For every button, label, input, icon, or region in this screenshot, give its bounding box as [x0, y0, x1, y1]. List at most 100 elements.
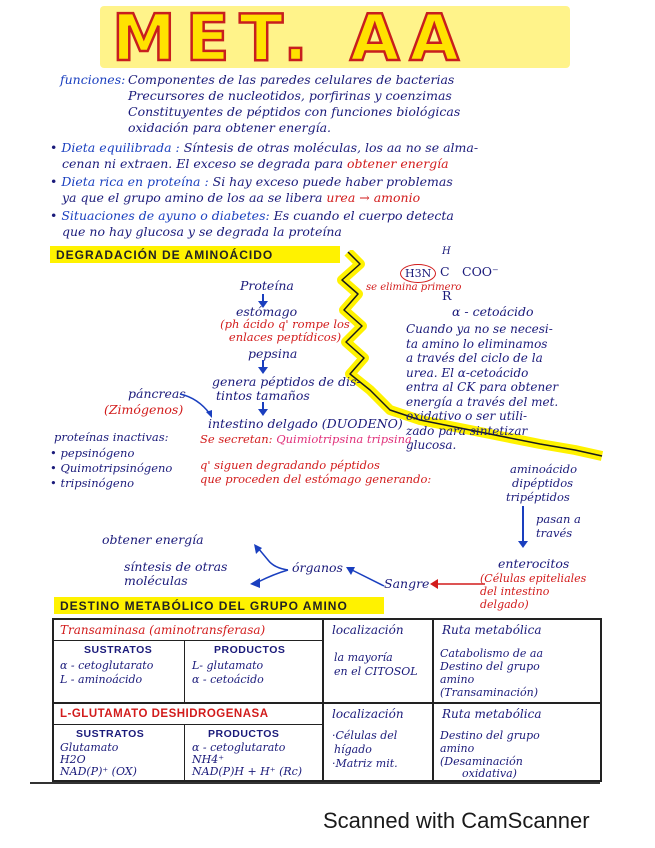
table1-productos-header: PRODUCTOS [214, 644, 285, 656]
inactive-item-text: Quimotripsinógeno [60, 461, 172, 475]
table2-sustrato: NAD(P)⁺ (OX) [60, 766, 137, 778]
explanation-line: ta amino lo eliminamos [406, 337, 558, 352]
producto-tripeptidos: tripéptidos [506, 490, 570, 505]
explanation-line: oxidativo o ser utili- [406, 409, 558, 424]
enterocitos-label: enterocitos [498, 556, 569, 571]
explanation-line: zado para sintetizar [406, 424, 558, 439]
funciones-line-3: Constituyentes de péptidos con funciones… [128, 104, 460, 119]
tintos-label: tintos tamaños [216, 388, 310, 403]
secretan-line: Se secretan: Quimiotripsina tripsina [200, 432, 412, 447]
table2-loc: hígado [334, 744, 372, 756]
proteina-label: Proteína [240, 278, 294, 293]
funciones-line-1: Componentes de las paredes celulares de … [128, 72, 454, 87]
table2-ruta-header: Ruta metabólica [442, 708, 541, 720]
arrow-left-icon [430, 576, 490, 596]
sintesis-label-1: síntesis de otras moléculas [124, 560, 234, 588]
explanation-line: entra al CK para obtener [406, 380, 558, 395]
struct-nh3: H3N [400, 264, 436, 283]
pepsina-label: pepsina [248, 346, 297, 361]
table2-productos-header: PRODUCTOS [208, 728, 279, 740]
zimogenos-label: (Zimógenos) [104, 402, 183, 417]
arrow-down-icon [522, 506, 524, 542]
sangre-label: Sangre [384, 576, 429, 591]
celulas-note: (Células epiteliales del intestino delga… [480, 572, 600, 611]
arrow-down-icon [262, 402, 264, 410]
table2-loc-header: localización [332, 708, 404, 720]
table1-loc-header: localización [332, 624, 404, 636]
table1-loc: la mayoría [334, 652, 393, 664]
explanation-line: a través del ciclo de la [406, 351, 558, 366]
obtener-label: obtener energía [102, 532, 204, 547]
organos-label: órganos [292, 560, 343, 575]
arrow-branch-icon [238, 542, 294, 592]
funciones-label: funciones: [60, 72, 125, 87]
page-title-box: MET. AA [100, 6, 570, 68]
table1-ruta: amino [440, 674, 474, 686]
table1-ruta-header: Ruta metabólica [442, 624, 541, 636]
se-elimina-label: se elimina primero [366, 282, 461, 293]
table2-ruta: oxidativa) [462, 768, 517, 780]
inactivas-label: proteínas inactivas: [54, 430, 169, 445]
pasan-label: pasan a través [536, 512, 596, 540]
inactive-item: • pepsinógeno [50, 446, 134, 461]
table2-loc: ·Matriz mit. [332, 758, 398, 770]
bullet-highlight: obtener energía [347, 156, 449, 171]
inactive-item-text: pepsinógeno [60, 446, 134, 460]
bullet-text: Si hay exceso puede haber problemas [213, 174, 453, 189]
camscanner-footer: Scanned with CamScanner [323, 808, 590, 834]
inactive-item: • Quimotripsinógeno [50, 461, 172, 476]
table1-ruta: Catabolismo de aa [440, 648, 543, 660]
struct-c: C [440, 264, 450, 279]
ph-note: (ph ácido q' rompe los enlaces peptídico… [200, 318, 370, 344]
table2-enzyme: L-GLUTAMATO DESHIDROGENASA [60, 708, 269, 720]
degradacion-heading: DEGRADACIÓN DE AMINOÁCIDO [56, 248, 273, 262]
bullet-dieta-equilibrada-cont: cenan ni extraen. El exceso se degrada p… [62, 156, 449, 171]
page-bottom-edge [30, 782, 600, 784]
bullet-highlight: urea → amonio [326, 190, 420, 205]
genera-label: genera péptidos de dis- [212, 374, 361, 389]
bullet-text: cenan ni extraen. El exceso se degrada p… [62, 156, 347, 171]
table2-sustratos-header: SUSTRATOS [76, 728, 144, 740]
funciones-line-4: oxidación para obtener energía. [128, 120, 331, 135]
table1-ruta: Destino del grupo [440, 661, 540, 673]
bullet-text: Síntesis de otras moléculas, los aa no s… [184, 140, 478, 155]
explanation-line: Cuando ya no se necesi- [406, 322, 558, 337]
bullet-ayuno: • Situaciones de ayuno o diabetes: Es cu… [50, 208, 454, 223]
table2-loc: ·Células del [332, 730, 397, 742]
arrow-organos-icon [340, 560, 390, 596]
table1-ruta: (Transaminación) [440, 687, 538, 699]
table1-producto: α - cetoácido [192, 674, 264, 686]
table1-producto: L- glutamato [192, 660, 263, 672]
explanation-line: glucosa. [406, 438, 558, 453]
bullet-text: ya que el grupo amino de los aa se liber… [62, 190, 326, 205]
page-title: MET. AA [112, 2, 469, 76]
inactive-item-text: tripsinógeno [60, 476, 134, 490]
table2-ruta: amino [440, 743, 474, 755]
explanation-line: urea. El α-cetoácido [406, 366, 558, 381]
siguen-label: q' siguen degradando péptidos [200, 458, 380, 473]
bullet-text: Es cuando el cuerpo detecta [270, 208, 454, 223]
arrow-down-icon [262, 360, 264, 368]
bullet-ayuno-cont: que no hay glucosa y se degrada la prote… [62, 224, 342, 239]
table1-sustrato: L - aminoácido [60, 674, 142, 686]
producto-dipeptidos: dipéptidos [512, 476, 573, 491]
bullet-dieta-rica-cont: ya que el grupo amino de los aa se liber… [62, 190, 420, 205]
table1-loc: en el CITOSOL [334, 666, 418, 678]
intestino-label: intestino delgado (DUODENO) [208, 416, 403, 431]
struct-h: H [442, 244, 451, 259]
destino-heading: DESTINO METABÓLICO DEL GRUPO AMINO [60, 599, 348, 613]
bullet-text: que no hay glucosa y se degrada la prote… [62, 224, 342, 239]
table2-ruta: Destino del grupo [440, 730, 540, 742]
explanation-line: energía a través del met. [406, 395, 558, 410]
arrow-down-icon [262, 294, 264, 302]
sintesis-label: síntesis de otras moléculas [124, 560, 234, 588]
bullet-label: Dieta rica en proteína : [61, 174, 208, 189]
producto-aminoacido: aminoácido [510, 462, 577, 477]
secretan-label: Se secretan: [200, 432, 273, 446]
table1-sustratos-header: SUSTRATOS [84, 644, 152, 656]
bullet-label: Dieta equilibrada : [61, 140, 179, 155]
inactive-item: • tripsinógeno [50, 476, 134, 491]
table1-enzyme: Transaminasa (aminotransferasa) [60, 624, 265, 636]
funciones-line-2: Precursores de nucleotidos, porfirinas y… [128, 88, 452, 103]
table1-sustrato: α - cetoglutarato [60, 660, 153, 672]
